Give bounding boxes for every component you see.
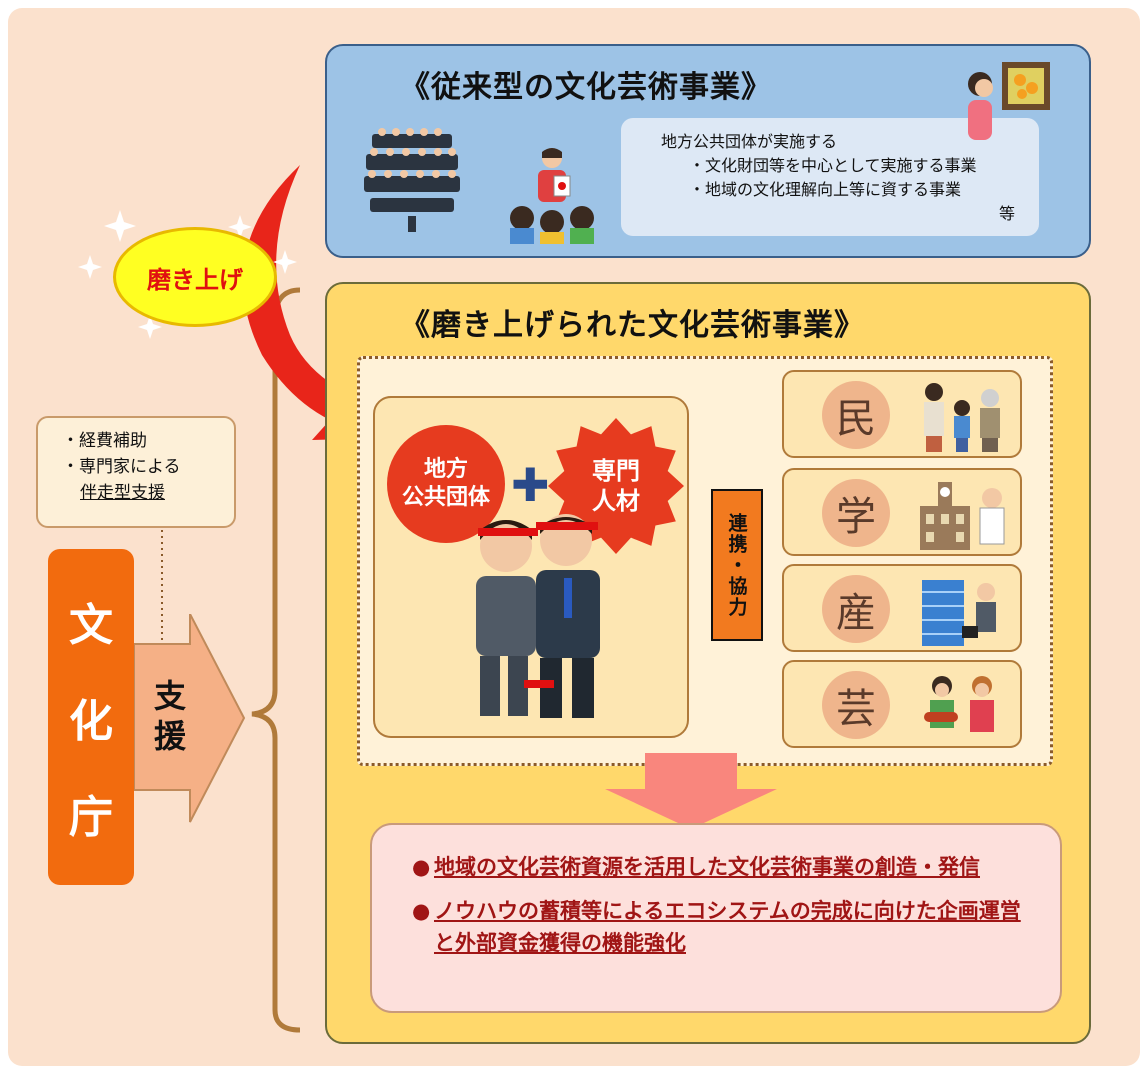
outcome-item: ● 地域の文化芸術資源を活用した文化芸術事業の創造・発信 xyxy=(412,851,1040,883)
sector-arts-label: 芸 xyxy=(822,671,890,739)
local-government-badge: 地方公共団体 xyxy=(387,425,505,543)
cooperation-label: 連携・協力 xyxy=(711,489,763,641)
artists-icon xyxy=(924,676,994,732)
support-line2: ・専門家による xyxy=(62,457,181,477)
gov-line1: 地方 xyxy=(423,457,468,482)
sector-academia-label: 学 xyxy=(822,479,890,547)
traditional-desc-line1: 地方公共団体が実施する xyxy=(661,132,838,151)
support-line3: 伴走型支援 xyxy=(80,483,165,503)
traditional-desc-line4: 等 xyxy=(998,204,1015,223)
plus-icon: ✚ xyxy=(511,458,550,512)
support-arrow-icon xyxy=(134,614,246,823)
expert-line1: 専門 xyxy=(592,457,640,485)
support-details: ・経費補助 ・専門家による 伴走型支援 xyxy=(36,416,236,528)
polish-arrow xyxy=(242,165,386,440)
support-arrow-label: 支援 xyxy=(153,677,186,755)
outcome-text: 地域の文化芸術資源を活用した文化芸術事業の創造・発信 xyxy=(434,855,980,879)
cooperation-text: 連携・協力 xyxy=(725,512,748,618)
traditional-desc-line3: ・地域の文化理解向上等に資する事業 xyxy=(689,180,962,199)
partnership-people-icon xyxy=(476,514,600,718)
traditional-description: 地方公共団体が実施する ・文化財団等を中心として実施する事業 ・地域の文化理解向… xyxy=(621,118,1039,236)
business-icon xyxy=(922,580,996,646)
traditional-desc-line2: ・文化財団等を中心として実施する事業 xyxy=(689,156,977,175)
expert-line2: 人材 xyxy=(592,487,640,515)
university-icon xyxy=(920,482,1005,550)
agency-char-1: 文 xyxy=(69,600,113,651)
sparkle-icons xyxy=(78,210,297,339)
bullet-icon: ● xyxy=(412,899,431,923)
outcome-text: ノウハウの蓄積等によるエコシステムの完成に向けた企画運営と外部資金獲得の機能強化 xyxy=(434,899,1021,955)
teacher-children-icon xyxy=(510,148,594,244)
agency-for-cultural-affairs: 文 化 庁 xyxy=(48,549,134,885)
agency-char-2: 化 xyxy=(69,696,113,747)
citizens-icon xyxy=(924,383,1000,452)
outcome-item: ● ノウハウの蓄積等によるエコシステムの完成に向けた企画運営と外部資金獲得の機能… xyxy=(412,895,1040,959)
art-viewer-icon xyxy=(968,62,1050,140)
bullet-icon: ● xyxy=(412,855,431,879)
polish-label: 磨き上げ xyxy=(113,227,277,327)
sector-private: 民 xyxy=(782,370,1022,458)
result-arrow-icon xyxy=(605,753,777,829)
sector-academia: 学 xyxy=(782,468,1022,556)
polished-title: 《磨き上げられた文化芸術事業》 xyxy=(400,308,865,343)
gov-line2: 公共団体 xyxy=(401,485,490,510)
agency-char-3: 庁 xyxy=(69,792,113,843)
sector-industry-label: 産 xyxy=(822,575,890,643)
sector-private-label: 民 xyxy=(822,381,890,449)
sector-arts: 芸 xyxy=(782,660,1022,748)
support-line1: ・経費補助 xyxy=(62,431,147,451)
orchestra-icon xyxy=(364,128,460,232)
brace xyxy=(251,287,301,1033)
traditional-title: 《従来型の文化芸術事業》 xyxy=(400,70,772,105)
sector-industry: 産 xyxy=(782,564,1022,652)
outcomes-panel: ● 地域の文化芸術資源を活用した文化芸術事業の創造・発信 ● ノウハウの蓄積等に… xyxy=(370,823,1062,1013)
